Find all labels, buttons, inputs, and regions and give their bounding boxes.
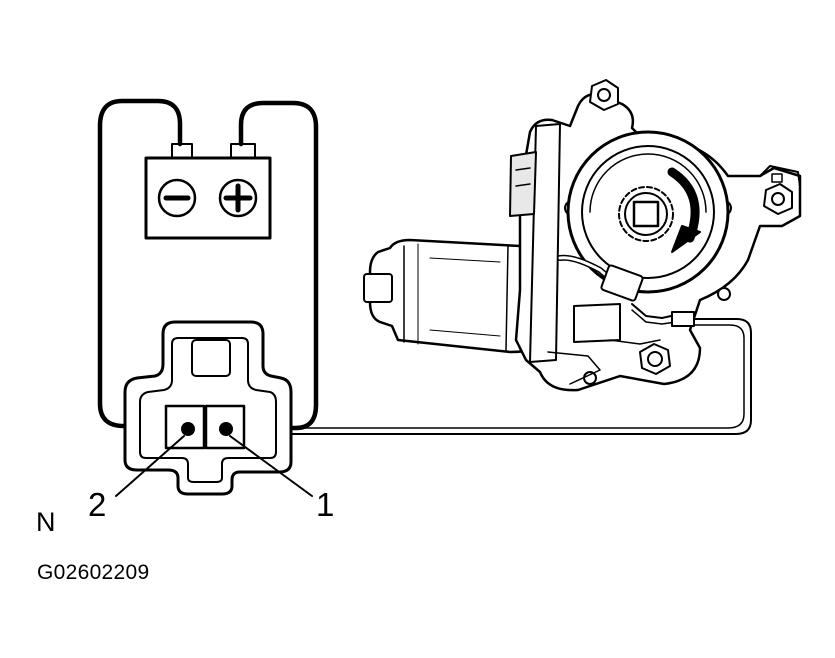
- terminal-2-label: 2: [88, 486, 107, 523]
- mount-bolt-top: [589, 79, 619, 111]
- terminal-1-contact: [219, 422, 233, 436]
- motor-connector: [123, 320, 293, 496]
- positive-terminal-icon: [218, 178, 258, 218]
- terminal-leaders: [115, 435, 313, 497]
- negative-terminal-icon: [157, 178, 197, 218]
- rotation-arrow-icon: [667, 167, 701, 253]
- view-marker: N: [36, 507, 56, 537]
- test-leads: [97, 98, 319, 431]
- terminal-2-contact: [181, 422, 195, 436]
- battery: [144, 143, 272, 240]
- terminal-1-label: 1: [316, 486, 335, 523]
- harness-clip: [557, 254, 695, 327]
- mount-bolt-bottom: [639, 343, 671, 375]
- output-gear-icon: [618, 186, 674, 242]
- figure-code: G02602209: [37, 561, 150, 584]
- window-motor: [363, 79, 802, 392]
- motor-harness: [290, 313, 752, 435]
- mount-bolt-right: [759, 165, 801, 215]
